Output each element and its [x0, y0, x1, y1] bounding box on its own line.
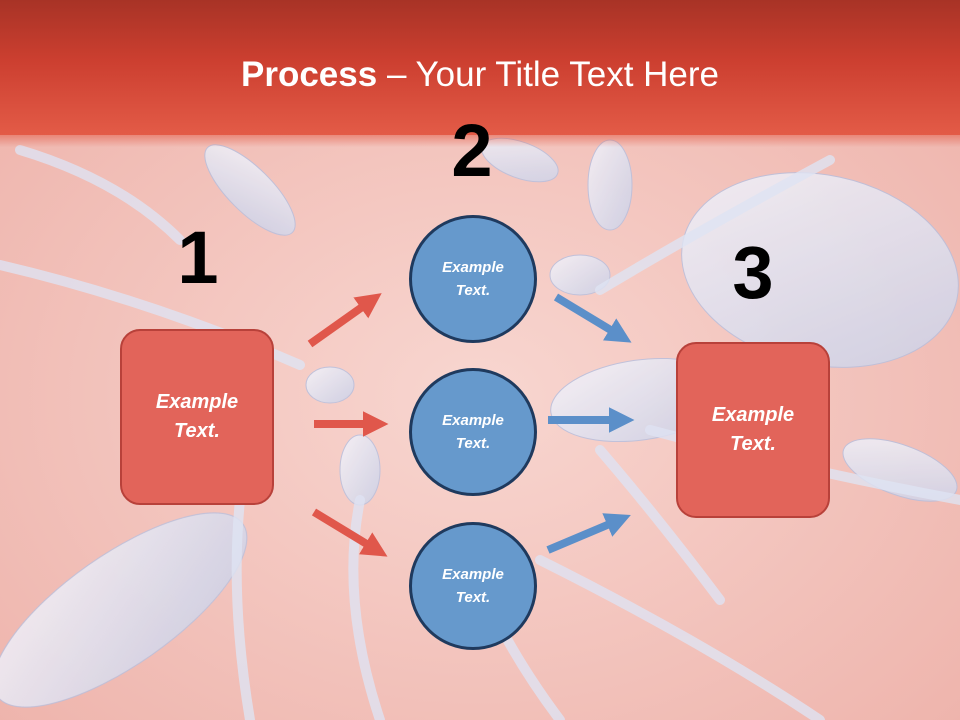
step-2-circle-top[interactable]: Example Text.	[409, 215, 537, 343]
arrow-circle-bottom-to-box3	[546, 513, 631, 554]
step-3-box[interactable]: Example Text.	[676, 342, 830, 518]
step-1-text: Example Text.	[155, 391, 239, 442]
circle-middle-text: Example Text.	[442, 412, 504, 452]
title-bold: Process	[241, 55, 378, 94]
slide-title: Process – Your Title Text Here	[0, 52, 960, 98]
circle-top-text: Example Text.	[442, 259, 504, 299]
step-2-circle-middle[interactable]: Example Text.	[409, 368, 537, 496]
step-number-3: 3	[732, 231, 774, 314]
arrow-box1-to-circle-bottom	[311, 508, 388, 557]
circle-bottom-text: Example Text.	[442, 566, 504, 606]
title-rest: – Your Title Text Here	[377, 55, 719, 94]
step-2-circle-bottom[interactable]: Example Text.	[409, 522, 537, 650]
arrow-box1-to-circle-top	[307, 293, 382, 348]
step-number-1: 1	[177, 216, 219, 299]
step-number-2: 2	[451, 109, 493, 192]
step-1-box[interactable]: Example Text.	[120, 329, 274, 505]
step-3-text: Example Text.	[711, 404, 795, 455]
arrow-circle-top-to-box3	[553, 293, 632, 343]
title-bar: Process – Your Title Text Here	[0, 0, 960, 147]
